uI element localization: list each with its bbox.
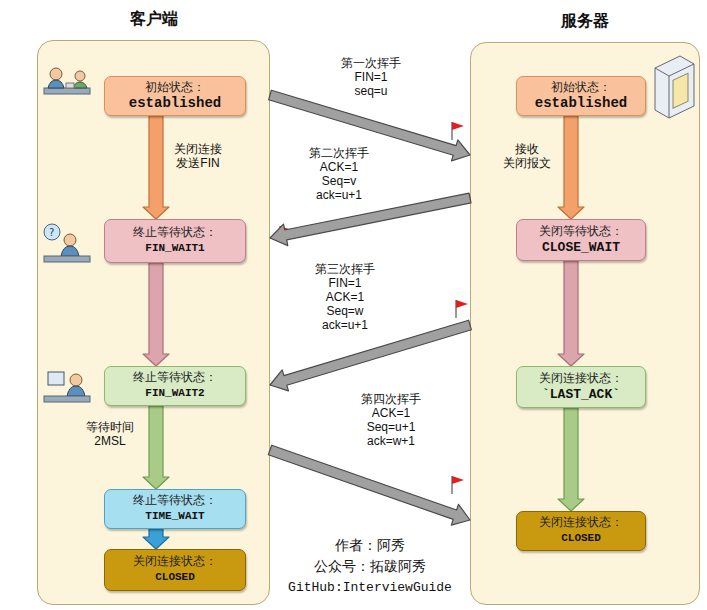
state-name: CLOSED [155,569,195,586]
arrow-shape [558,261,584,366]
edge-label: 接收 关闭报文 [497,142,557,170]
arrow-shape [558,116,584,219]
state-box: 初始状态：established [516,76,646,116]
state-name: established [129,95,221,112]
state-box: 关闭连接状态：`LAST_ACK` [516,366,646,408]
state-name: established [535,95,627,112]
panel-heading: 客户端 [38,9,269,30]
state-box: 终止等待状态：FIN_WAIT1 [104,219,246,263]
person-icon: ? [44,224,90,262]
state-box: 关闭连接状态：CLOSED [104,549,246,591]
state-arrow [143,116,169,219]
state-box: 终止等待状态：FIN_WAIT2 [104,366,246,406]
state-name: FIN_WAIT2 [145,385,204,402]
state-arrow [143,406,169,489]
state-arrow [558,408,584,511]
arrow-shape [143,529,169,549]
state-heading: 终止等待状态： [133,370,217,385]
state-box: 关闭等待状态：CLOSE_WAIT [516,219,646,261]
wave-arrow [268,445,470,525]
edge-label: 第四次挥手 ACK=1 Seq=u+1 ack=w+1 [358,392,424,448]
state-box: 终止等待状态：TIME_WAIT [104,489,246,529]
state-heading: 关闭等待状态： [539,224,623,239]
state-name: CLOSED [561,530,601,547]
state-name: CLOSE_WAIT [542,239,620,256]
person-icon [44,68,90,94]
state-box: 关闭连接状态：CLOSED [516,511,646,551]
edge-label: 关闭连接 发送FIN [168,142,228,170]
server-icon [655,56,694,118]
watermark-text: 作者：阿秀 [300,536,440,556]
svg-text:?: ? [49,227,54,238]
edge-label: 等待时间 2MSL [80,420,140,448]
arrow-shape [143,406,169,489]
state-heading: 初始状态： [551,80,611,95]
red-flag [452,476,464,494]
arrow-shape [558,408,584,511]
state-heading: 关闭连接状态： [133,554,217,569]
arrow-shape [268,445,470,525]
red-flag [452,122,464,140]
state-heading: 初始状态： [145,80,205,95]
person-icon [44,372,90,402]
state-name: `LAST_ACK` [542,386,620,403]
state-heading: 终止等待状态： [133,493,217,508]
state-heading: 终止等待状态： [133,225,217,240]
state-box: 初始状态：established [104,76,246,116]
edge-label: 第二次挥手 ACK=1 Seq=v ack=u+1 [306,146,372,202]
state-name: FIN_WAIT1 [145,240,204,257]
swimlane-panel: 服务器初始状态：established关闭等待状态：CLOSE_WAIT关闭连接… [470,42,700,605]
state-arrow [558,116,584,219]
state-heading: 关闭连接状态： [539,371,623,386]
state-name: TIME_WAIT [145,508,204,525]
edge-label: 第三次挥手 FIN=1 ACK=1 Seq=w ack=u+1 [312,262,378,332]
state-arrow [143,529,169,549]
watermark-text: GitHub:InterviewGuide [270,578,470,598]
state-heading: 关闭连接状态： [539,515,623,530]
arrow-shape [143,263,169,366]
red-flag [456,300,468,318]
edge-label: 第一次挥手 FIN=1 seq=u [338,56,404,98]
state-arrow [558,261,584,366]
panel-heading: 服务器 [471,11,699,32]
arrow-shape [143,116,169,219]
state-arrow [143,263,169,366]
watermark-text: 公众号：拓跋阿秀 [290,557,450,577]
